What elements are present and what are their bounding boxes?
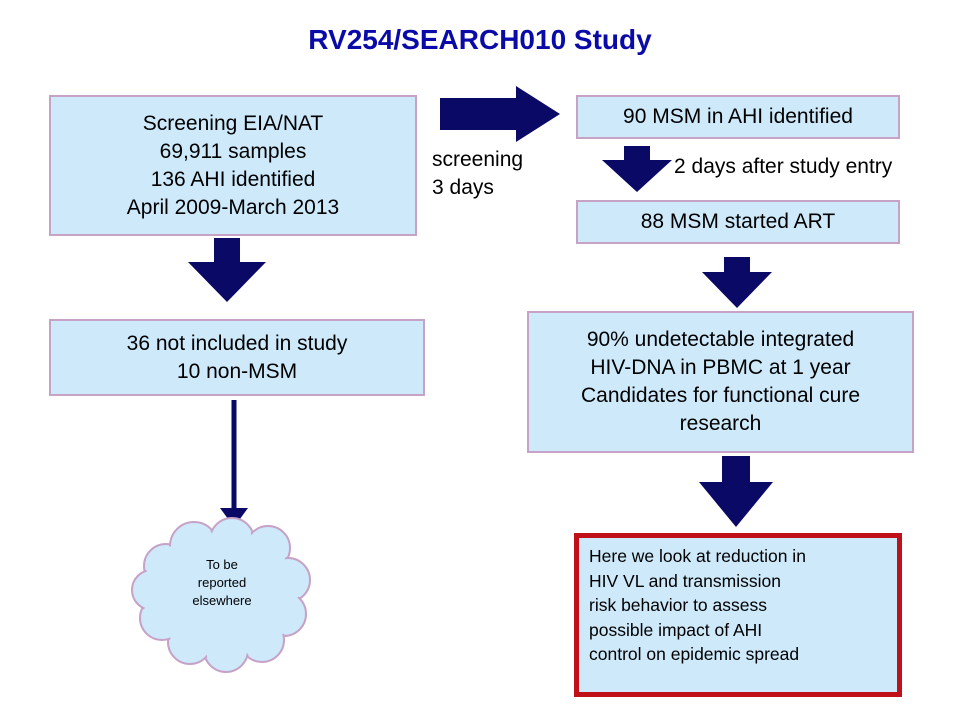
screening-line-2: 69,911 samples bbox=[159, 139, 307, 163]
undetectable-line-3: Candidates for functional cure bbox=[581, 384, 860, 407]
screening-box: Screening EIA/NAT 69,911 samples 136 AHI… bbox=[49, 95, 417, 236]
not-included-box: 36 not included in study 10 non-MSM bbox=[49, 319, 425, 396]
identified-box: 90 MSM in AHI identified bbox=[576, 95, 900, 139]
page-title: RV254/SEARCH010 Study bbox=[308, 24, 652, 55]
not-included-line-1: 36 not included in study bbox=[126, 331, 348, 355]
focus-line-1: Here we look at reduction in bbox=[589, 546, 806, 566]
undetectable-line-2: HIV-DNA in PBMC at 1 year bbox=[590, 356, 851, 379]
cloud-label: To be reported elsewhere bbox=[162, 556, 282, 610]
cloud-line-3: elsewhere bbox=[192, 593, 252, 608]
started-art-text: 88 MSM started ART bbox=[640, 210, 836, 233]
screening-line-4: April 2009-March 2013 bbox=[126, 195, 340, 219]
undetectable-box: 90% undetectable integrated HIV-DNA in P… bbox=[527, 311, 914, 453]
not-included-line-2: 10 non-MSM bbox=[176, 359, 298, 383]
after-entry-label: 2 days after study entry bbox=[674, 155, 893, 178]
screening-line-3: 136 AHI identified bbox=[150, 167, 316, 191]
focus-line-5: control on epidemic spread bbox=[589, 644, 800, 664]
cloud-line-1: To be bbox=[206, 557, 238, 572]
undetectable-line-1: 90% undetectable integrated bbox=[586, 328, 855, 351]
screening-arrow-label: screening 3 days bbox=[432, 146, 523, 202]
arrow-identified-to-art bbox=[602, 146, 672, 192]
cloud-line-2: reported bbox=[197, 575, 247, 590]
arrow-screening-to-identified bbox=[440, 86, 560, 142]
focus-box: Here we look at reduction in HIV VL and … bbox=[574, 533, 902, 697]
screening-arrow-label-line-2: 3 days bbox=[432, 176, 494, 199]
arrow-art-to-undetectable bbox=[702, 257, 772, 308]
screening-arrow-label-line-1: screening bbox=[432, 148, 524, 171]
focus-line-4: possible impact of AHI bbox=[589, 619, 763, 640]
undetectable-line-4: research bbox=[679, 412, 762, 435]
identified-text: 90 MSM in AHI identified bbox=[623, 105, 853, 128]
arrow-screening-to-not-included bbox=[188, 238, 266, 302]
focus-line-3: risk behavior to assess bbox=[589, 595, 767, 615]
arrow-undetectable-to-focus bbox=[699, 456, 773, 527]
focus-line-2: HIV VL and transmission bbox=[589, 570, 781, 591]
cloud-fill bbox=[134, 520, 308, 670]
screening-line-1: Screening EIA/NAT bbox=[142, 111, 324, 135]
started-art-box: 88 MSM started ART bbox=[576, 200, 900, 244]
